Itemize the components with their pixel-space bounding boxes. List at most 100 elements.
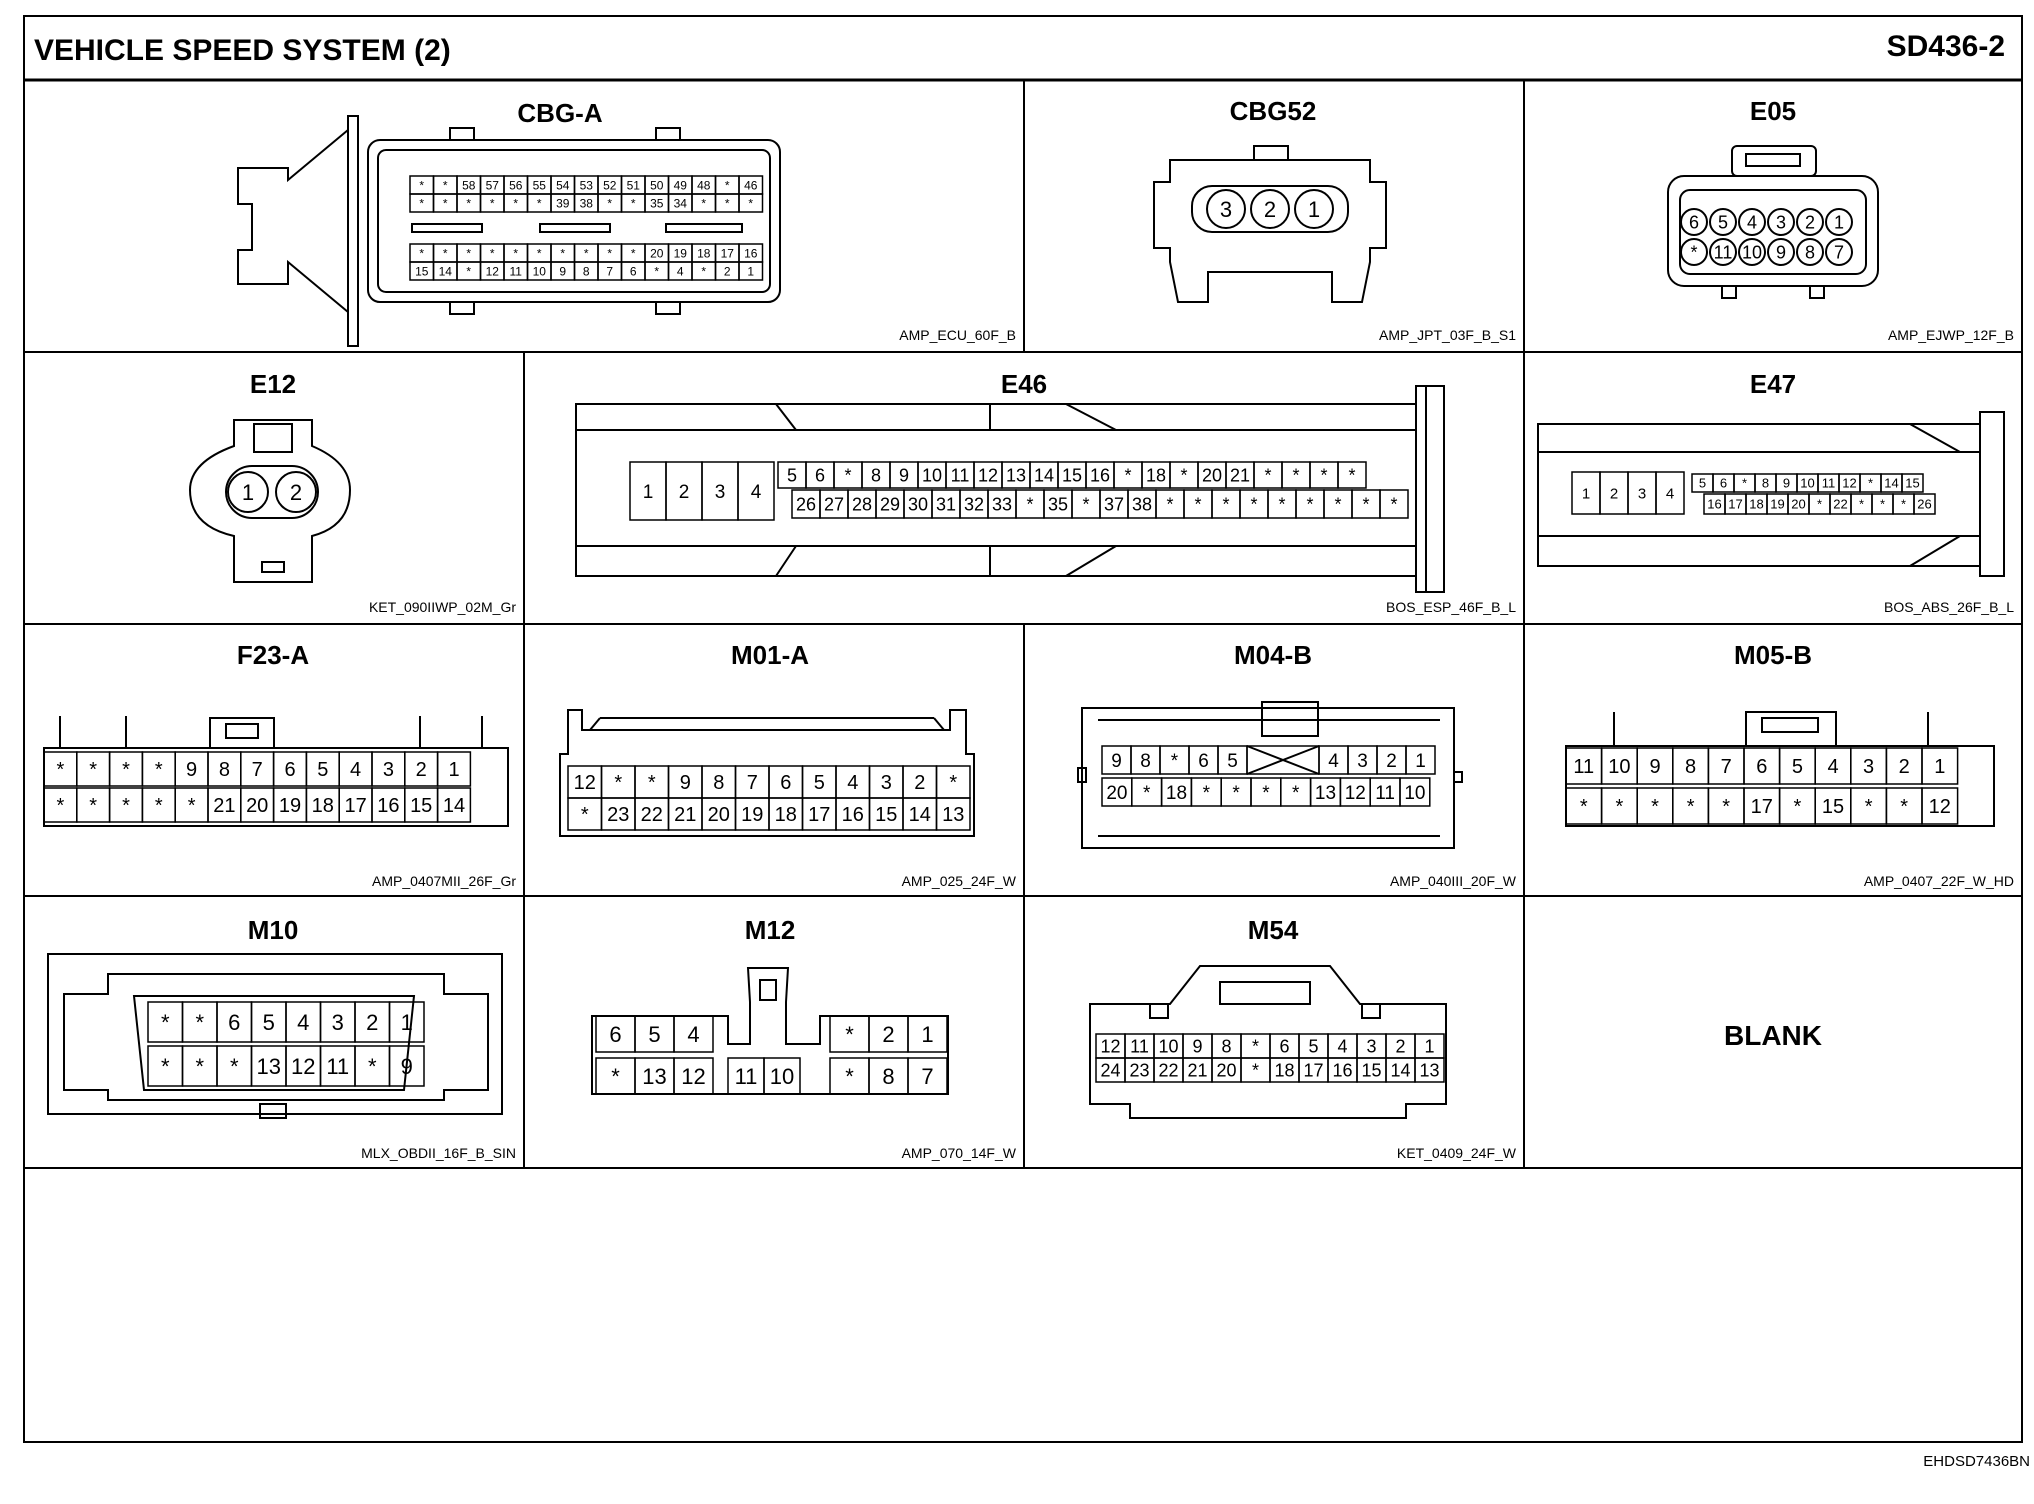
pin-label: 2 xyxy=(679,482,690,503)
pin-label: * xyxy=(607,196,612,210)
pin-label: 13 xyxy=(642,1064,666,1089)
pin-label: 12 xyxy=(486,264,500,278)
pin-label: 17 xyxy=(1751,796,1773,818)
pin-cell xyxy=(763,1057,801,1095)
pin-label: 1 xyxy=(921,1022,933,1047)
pin-label: * xyxy=(1794,796,1802,818)
pin-label: 16 xyxy=(377,795,399,817)
connector-outline xyxy=(367,139,781,303)
pin-label: 9 xyxy=(559,264,566,278)
pin-cell xyxy=(935,797,971,831)
pin-cell xyxy=(673,1057,714,1095)
pin-label: 2 xyxy=(416,759,427,781)
connector-outline xyxy=(589,717,601,731)
pin-label: 5 xyxy=(1308,1036,1318,1056)
connector-outline xyxy=(377,149,771,293)
connector-outline xyxy=(1089,965,1447,1119)
pin-label: 18 xyxy=(1146,465,1166,485)
connector-outline xyxy=(253,423,293,453)
connector-outline xyxy=(559,709,975,837)
pin-cell xyxy=(1767,238,1795,266)
pin-label: 3 xyxy=(383,759,394,781)
pin-label: * xyxy=(614,772,622,794)
pin-label: 8 xyxy=(1221,1036,1231,1056)
pin-label: 21 xyxy=(1187,1060,1207,1080)
pin-label: 6 xyxy=(1756,756,1767,778)
pin-label: * xyxy=(230,1054,239,1079)
pin-label: 4 xyxy=(1337,1036,1347,1056)
pin-label: 54 xyxy=(556,178,570,192)
connector-outline xyxy=(225,465,319,519)
pin-label: 20 xyxy=(1791,497,1805,512)
pin-cell xyxy=(1921,787,1959,825)
pin-label: 7 xyxy=(252,759,263,781)
pin-label: 6 xyxy=(815,465,825,485)
pin-cell xyxy=(1738,238,1766,266)
connector-title: E12 xyxy=(250,369,296,399)
connector-part-code: AMP_ECU_60F_B xyxy=(899,327,1016,343)
pin-label: 7 xyxy=(1721,756,1732,778)
pin-label: 17 xyxy=(1303,1060,1323,1080)
connector-outline xyxy=(1453,771,1463,783)
pin-label: * xyxy=(537,246,542,260)
connector-outline xyxy=(261,561,285,573)
pin-label: 53 xyxy=(580,178,594,192)
connector-outline xyxy=(411,223,483,233)
pin-label: 2 xyxy=(366,1010,378,1035)
pin-label: 29 xyxy=(880,494,900,514)
pin-label: 11 xyxy=(951,465,970,485)
pin-label: * xyxy=(1264,465,1271,485)
pin-label: * xyxy=(560,246,565,260)
pin-label: 4 xyxy=(297,1010,309,1035)
pin-label: * xyxy=(725,196,730,210)
connector-part-code: KET_090IIWP_02M_Gr xyxy=(369,599,516,615)
pin-cell xyxy=(907,1015,948,1053)
pin-label: 14 xyxy=(1884,476,1898,491)
pin-cell xyxy=(275,471,317,513)
pin-label: 55 xyxy=(533,178,547,192)
page-code: SD436-2 xyxy=(1887,30,2005,63)
pin-label: * xyxy=(443,178,448,192)
pin-label: * xyxy=(57,795,65,817)
pin-label: 13 xyxy=(942,804,964,826)
pin-label: 13 xyxy=(1315,783,1336,804)
pin-label: * xyxy=(584,246,589,260)
pin-label: * xyxy=(1859,497,1864,512)
pin-label: * xyxy=(654,264,659,278)
connector-outline xyxy=(209,717,275,749)
pin-cell xyxy=(1921,747,1959,785)
pin-label: * xyxy=(122,795,130,817)
pin-label: * xyxy=(701,196,706,210)
pin-label: * xyxy=(1817,497,1822,512)
connector-title: F23-A xyxy=(237,640,309,670)
pin-label: 6 xyxy=(780,772,791,794)
pin-label: * xyxy=(581,804,589,826)
connector-outline xyxy=(188,419,352,583)
pin-label: 1 xyxy=(1415,751,1426,772)
pin-label: 26 xyxy=(796,494,816,514)
pin-label: 11 xyxy=(1375,783,1395,804)
pin-cell xyxy=(1680,238,1708,266)
pin-label: 13 xyxy=(1006,465,1026,485)
pin-cell xyxy=(738,193,764,213)
connector-outline xyxy=(1415,385,1445,593)
pin-label: * xyxy=(748,196,753,210)
connector-outline xyxy=(449,301,475,315)
pin-label: 19 xyxy=(674,246,688,260)
pin-label: 11 xyxy=(1130,1036,1149,1056)
pin-label: 52 xyxy=(603,178,617,192)
connector-outline xyxy=(539,223,611,233)
pin-label: 10 xyxy=(1608,756,1630,778)
connector-title: M05-B xyxy=(1734,640,1812,670)
pin-label: 11 xyxy=(510,264,523,278)
pin-label: 2 xyxy=(1264,197,1276,222)
connector-title: CBG-A xyxy=(517,98,602,128)
pin-label: * xyxy=(845,1064,854,1089)
pin-cell xyxy=(1379,489,1409,519)
connector-outline xyxy=(1065,545,1117,577)
pin-label: 7 xyxy=(606,264,613,278)
blank-cell-label: BLANK xyxy=(1724,1020,1822,1051)
